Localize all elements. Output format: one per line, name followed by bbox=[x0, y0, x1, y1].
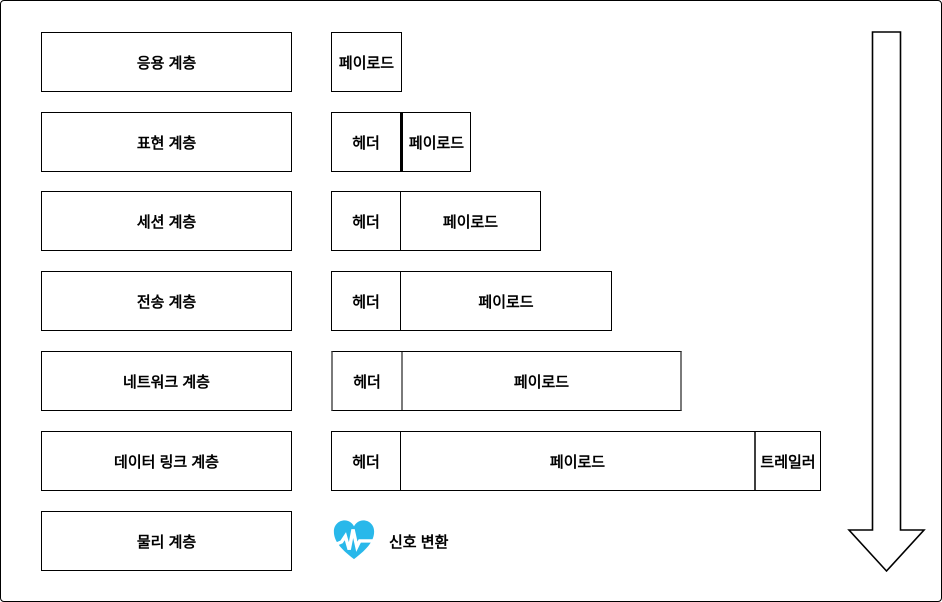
network-layer-label: 네트워크 계층 bbox=[123, 373, 210, 391]
presentation-layer-label: 표현 계층 bbox=[136, 134, 197, 152]
header-cell: 헤더 bbox=[352, 134, 380, 152]
datalink-packet: 헤더 페이로드 트레일러 bbox=[331, 431, 821, 491]
physical-layer-box: 물리 계층 bbox=[41, 511, 292, 571]
session-layer-box: 세션 계층 bbox=[41, 191, 292, 251]
trailer-cell: 트레일러 bbox=[754, 432, 820, 490]
header-cell: 헤더 bbox=[352, 453, 380, 471]
transport-packet: 헤더 페이로드 bbox=[331, 271, 612, 331]
payload-cell: 페이로드 bbox=[401, 352, 680, 410]
payload-cell: 페이로드 bbox=[400, 432, 754, 490]
transport-layer-label: 전송 계층 bbox=[136, 293, 197, 311]
application-packet: 페이로드 bbox=[331, 32, 402, 92]
network-packet: 헤더 페이로드 bbox=[331, 351, 682, 411]
payload-cell: 페이로드 bbox=[400, 113, 470, 171]
signal-conversion-label: 신호 변환 bbox=[389, 533, 449, 551]
payload-cell: 페이로드 bbox=[400, 192, 540, 250]
session-packet: 헤더 페이로드 bbox=[331, 191, 541, 251]
header-cell: 헤더 bbox=[353, 373, 381, 391]
payload-cell: 페이로드 bbox=[400, 272, 611, 330]
session-layer-label: 세션 계층 bbox=[136, 213, 197, 231]
header-cell: 헤더 bbox=[352, 293, 380, 311]
application-layer-box: 응용 계층 bbox=[41, 32, 292, 92]
presentation-layer-box: 표현 계층 bbox=[41, 112, 292, 172]
physical-layer-label: 물리 계층 bbox=[136, 533, 197, 551]
transport-layer-box: 전송 계층 bbox=[41, 271, 292, 331]
payload-cell: 페이로드 bbox=[338, 54, 395, 72]
presentation-packet: 헤더 페이로드 bbox=[331, 112, 471, 172]
application-layer-label: 응용 계층 bbox=[136, 54, 197, 72]
heartbeat-icon bbox=[332, 520, 375, 560]
datalink-layer-label: 데이터 링크 계층 bbox=[114, 453, 219, 471]
datalink-layer-box: 데이터 링크 계층 bbox=[41, 431, 292, 491]
network-layer-box: 네트워크 계층 bbox=[41, 351, 292, 411]
header-cell: 헤더 bbox=[352, 213, 380, 231]
